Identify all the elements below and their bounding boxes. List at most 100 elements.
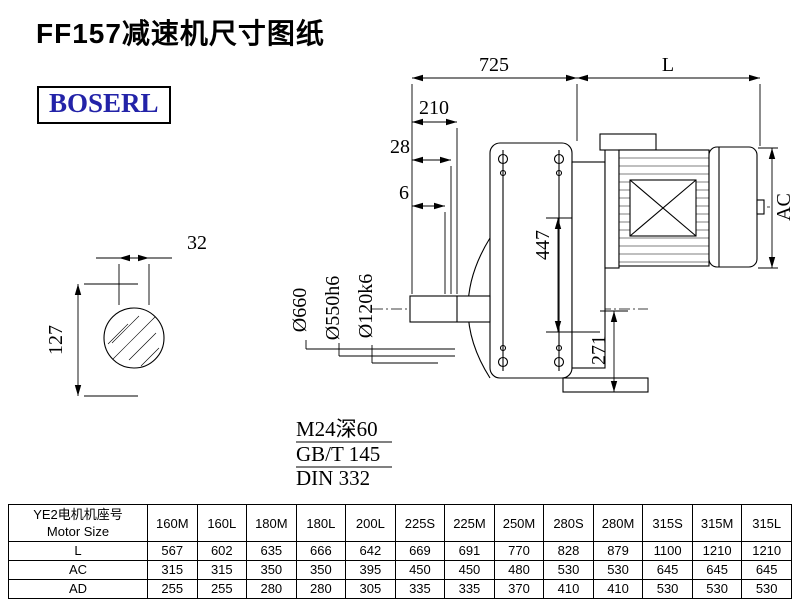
table-row-L: L 567 602 635 666 642 669 691 770 828 87… — [8, 541, 792, 561]
col-header-315S: 315S — [642, 504, 693, 542]
table-cell: 645 — [741, 560, 792, 580]
dim-label-6: 6 — [399, 182, 409, 204]
fan-cowl — [708, 146, 758, 268]
col-header-250M: 250M — [493, 504, 545, 542]
table-header-row: YE2电机机座号 Motor Size 160M 160L 180M 180L … — [8, 504, 792, 542]
table-cell: 350 — [246, 560, 297, 580]
table-cell: 530 — [741, 579, 792, 599]
table-cell: 567 — [147, 541, 198, 561]
table-cell: 410 — [592, 579, 644, 599]
table-cell: 305 — [345, 579, 396, 599]
table-cell: 645 — [691, 560, 743, 580]
table-cell: 828 — [543, 541, 594, 561]
table-cell: 480 — [493, 560, 545, 580]
motor-flange — [604, 147, 620, 269]
dim-label-28: 28 — [390, 136, 410, 158]
table-cell: 645 — [642, 560, 693, 580]
col-header-280S: 280S — [543, 504, 594, 542]
adapter-housing — [571, 161, 606, 369]
motor-dimension-table: YE2电机机座号 Motor Size 160M 160L 180M 180L … — [8, 504, 792, 599]
table-cell: 530 — [592, 560, 644, 580]
table-cell: 410 — [543, 579, 594, 599]
table-cell: 635 — [246, 541, 297, 561]
note-m24: M24深60 — [296, 417, 378, 441]
table-cell: 642 — [345, 541, 396, 561]
dim-label-271: 271 — [588, 335, 610, 365]
dim-label-dia550h6: Ø550h6 — [322, 276, 344, 340]
dimension-28: 28 — [390, 136, 452, 294]
table-cell: 669 — [394, 541, 446, 561]
dimension-L: L — [577, 54, 761, 146]
dimension-271: 271 — [588, 310, 628, 392]
table-cell: 530 — [691, 579, 743, 599]
dim-label-127: 127 — [45, 325, 67, 355]
boserl-logo: BOSERL — [37, 86, 171, 124]
table-cell: 395 — [345, 560, 396, 580]
shaft-hatching — [107, 315, 160, 367]
dim-label-dia660: Ø660 — [289, 288, 311, 332]
mounting-flange — [489, 142, 573, 379]
gearbox-side-view — [372, 133, 770, 393]
thread-notes: M24深60 GB/T 145 DIN 332 — [296, 417, 392, 490]
technical-drawing: 32 127 — [45, 54, 795, 490]
dimension-32: 32 — [96, 232, 207, 305]
dimension-447: 447 — [532, 217, 600, 333]
page-title: FF157减速机尺寸图纸 — [36, 18, 325, 49]
dimension-AC: AC — [758, 147, 795, 269]
table-cell: 879 — [592, 541, 644, 561]
motor-size-label-cn: YE2电机机座号 — [33, 507, 123, 522]
table-cell: 530 — [543, 560, 594, 580]
table-cell: 450 — [444, 560, 495, 580]
diameter-labels: Ø660 Ø550h6 Ø120k6 — [289, 274, 455, 364]
dimension-127: 127 — [45, 283, 138, 397]
bottom-foot — [562, 377, 649, 393]
col-header-315M: 315M — [691, 504, 743, 542]
table-cell: 350 — [295, 560, 347, 580]
dim-label-447: 447 — [532, 230, 554, 260]
dim-label-32: 32 — [187, 232, 207, 254]
motor-shaft-stub — [756, 199, 765, 215]
row-label-L: L — [8, 541, 148, 561]
table-cell: 255 — [196, 579, 248, 599]
col-header-160L: 160L — [196, 504, 248, 542]
table-cell: 370 — [493, 579, 545, 599]
table-row-AD: AD 255 255 280 280 305 335 335 370 410 4… — [8, 579, 792, 599]
dimension-725: 725 — [411, 54, 578, 294]
terminal-box — [599, 133, 657, 151]
motor-size-label-en: Motor Size — [46, 524, 110, 539]
dim-label-210: 210 — [419, 97, 449, 119]
flange-bolt-holes — [497, 153, 565, 368]
row-label-AC: AC — [8, 560, 148, 580]
table-cell: 770 — [493, 541, 545, 561]
col-header-200L: 200L — [345, 504, 396, 542]
table-cell: 280 — [246, 579, 297, 599]
table-cell: 315 — [147, 560, 198, 580]
dim-label-AC: AC — [773, 193, 795, 221]
table-cell: 315 — [196, 560, 248, 580]
col-header-180L: 180L — [295, 504, 347, 542]
table-row-AC: AC 315 315 350 350 395 450 450 480 530 5… — [8, 560, 792, 580]
table-cell: 255 — [147, 579, 198, 599]
motor-nameplate — [629, 179, 697, 237]
table-cell: 530 — [642, 579, 693, 599]
table-cell: 1100 — [642, 541, 693, 561]
dimension-210: 210 — [412, 97, 458, 294]
table-cell: 280 — [295, 579, 347, 599]
col-header-315L: 315L — [741, 504, 792, 542]
table-cell: 1210 — [691, 541, 743, 561]
col-header-180M: 180M — [246, 504, 297, 542]
table-cell: 602 — [196, 541, 248, 561]
row-label-AD: AD — [8, 579, 148, 599]
dim-label-L: L — [662, 54, 674, 76]
table-cell: 335 — [394, 579, 446, 599]
dim-label-dia120k6: Ø120k6 — [355, 274, 377, 338]
col-header-280M: 280M — [592, 504, 644, 542]
table-cell: 450 — [394, 560, 446, 580]
input-shaft — [409, 295, 491, 323]
table-cell: 1210 — [741, 541, 792, 561]
table-cell: 691 — [444, 541, 495, 561]
table-header-motor-size: YE2电机机座号 Motor Size — [8, 504, 148, 542]
note-din332: DIN 332 — [296, 466, 370, 490]
dim-label-725: 725 — [479, 54, 509, 76]
col-header-225M: 225M — [444, 504, 495, 542]
